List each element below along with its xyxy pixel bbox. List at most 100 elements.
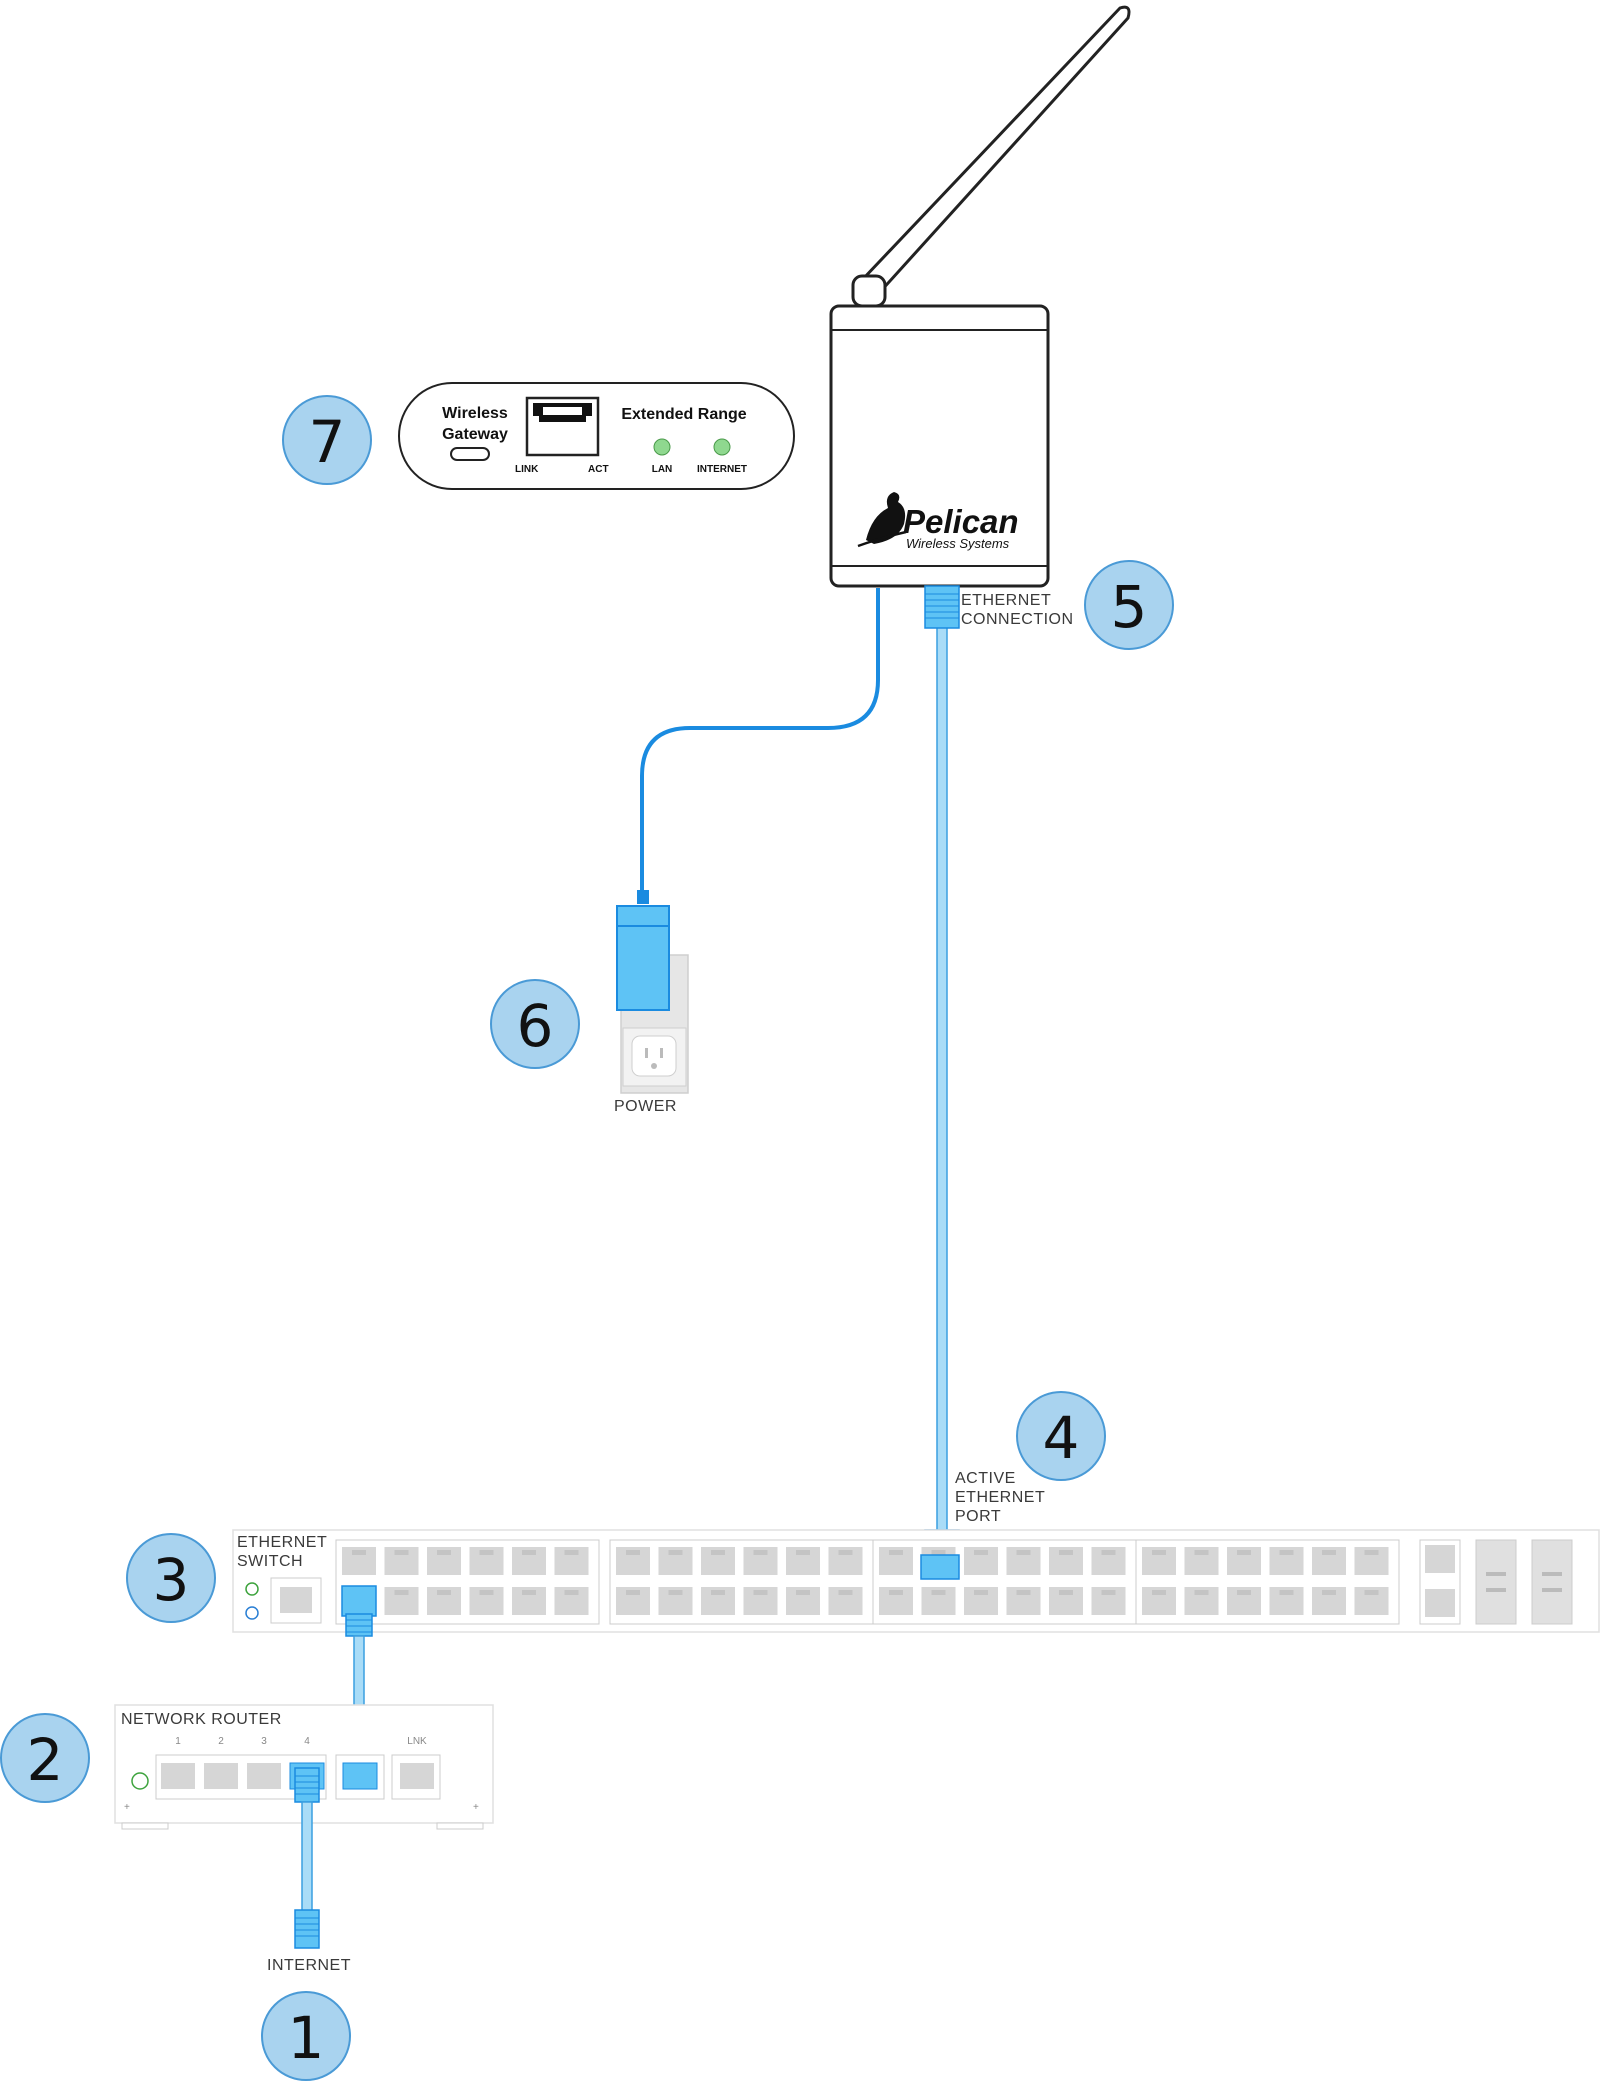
switch-port-latch <box>838 1550 853 1555</box>
active-port-label-3: PORT <box>955 1508 1001 1525</box>
switch-port-latch <box>974 1550 988 1555</box>
lan-led-icon <box>653 438 671 456</box>
network-router-label: NETWORK ROUTER <box>121 1711 282 1728</box>
ethernet-cable-main <box>924 585 960 1561</box>
switch-port-latch <box>626 1550 640 1555</box>
switch-port-latch <box>931 1590 946 1595</box>
panel-internet-label: INTERNET <box>697 464 747 475</box>
svg-text:2: 2 <box>27 1726 64 1794</box>
switch-port-latch <box>1279 1590 1294 1595</box>
switch-port-latch <box>1059 1550 1073 1555</box>
switch-port-latch <box>394 1550 409 1555</box>
ethernet-switch-label-2: SWITCH <box>237 1553 303 1570</box>
switch-port-latch <box>626 1590 640 1595</box>
switch-port-latch <box>1279 1550 1294 1555</box>
ethernet-connection-label-2: CONNECTION <box>961 611 1074 628</box>
step-badge-3: 3 <box>126 1533 216 1623</box>
switch-port-latch <box>437 1550 451 1555</box>
switch-port-latch <box>1322 1550 1336 1555</box>
switch-port-latch <box>1016 1550 1031 1555</box>
ethernet-switch-label-1: ETHERNET <box>237 1534 327 1551</box>
brand-tagline: Wireless Systems <box>906 536 1010 551</box>
active-port-label-1: ACTIVE <box>955 1470 1016 1487</box>
switch-port-latch <box>889 1590 903 1595</box>
switch-port-latch <box>1059 1590 1073 1595</box>
switch-port-latch <box>1152 1590 1166 1595</box>
svg-text:7: 7 <box>309 408 346 476</box>
panel-title-line2: Gateway <box>442 426 508 443</box>
switch-port-latch <box>1237 1590 1251 1595</box>
ethernet-connection-label-1: ETHERNET <box>961 592 1051 609</box>
switch-port-latch <box>668 1590 683 1595</box>
step-badge-5: 5 <box>1084 560 1174 650</box>
internet-label: INTERNET <box>267 1957 351 1974</box>
router-plus-right-icon: + <box>473 1802 479 1813</box>
switch-port-latch <box>838 1590 853 1595</box>
switch-port-latch <box>1364 1550 1379 1555</box>
switch-port-latch <box>1016 1590 1031 1595</box>
panel-title-line1: Wireless <box>442 405 508 422</box>
active-port-label-2: ETHERNET <box>955 1489 1045 1506</box>
switch-port-latch <box>931 1550 946 1555</box>
switch-port-latch <box>1101 1590 1116 1595</box>
router-port-1-label: 1 <box>175 1736 181 1747</box>
switch-port-latch <box>711 1590 725 1595</box>
switch-port-latch <box>753 1550 768 1555</box>
rj45-port-icon <box>525 396 600 457</box>
active-port-highlight <box>920 1554 960 1580</box>
switch-port-latch <box>711 1550 725 1555</box>
power-plug <box>616 905 670 1011</box>
step-badge-1: 1 <box>261 1991 351 2081</box>
usb-c-port <box>450 447 490 461</box>
power-label: POWER <box>614 1098 677 1115</box>
svg-text:3: 3 <box>153 1546 190 1614</box>
panel-link-label: LINK <box>515 464 539 475</box>
switch-port-latch <box>1364 1590 1379 1595</box>
switch-port-latch <box>1101 1550 1116 1555</box>
switch-port-latch <box>668 1550 683 1555</box>
switch-port-latch <box>479 1550 494 1555</box>
antenna <box>851 5 1131 308</box>
switch-port-latch <box>796 1550 810 1555</box>
switch-port-latch <box>437 1590 451 1595</box>
internet-cable <box>294 1767 320 1949</box>
panel-lan-label: LAN <box>652 464 673 475</box>
svg-text:1: 1 <box>288 2004 325 2072</box>
step-badge-2: 2 <box>0 1713 90 1803</box>
router-port-4-label: 4 <box>304 1736 310 1747</box>
internet-led-icon <box>713 438 731 456</box>
brand-name: Pelican <box>903 503 1019 540</box>
switch-port-latch <box>352 1550 366 1555</box>
svg-text:4: 4 <box>1043 1404 1080 1472</box>
gateway-panel: Wireless Gateway LINK ACT Extended Range… <box>398 382 795 490</box>
switch-port-latch <box>1194 1550 1209 1555</box>
switch-port-latch <box>479 1590 494 1595</box>
power-cable-tip <box>637 890 649 904</box>
switch-port-latch <box>889 1550 903 1555</box>
router-port-3-label: 3 <box>261 1736 267 1747</box>
panel-range-title: Extended Range <box>621 406 746 423</box>
switch-port-latch <box>564 1590 579 1595</box>
switch-port-latch <box>1237 1550 1251 1555</box>
gateway-device: Pelican Wireless Systems <box>829 304 1050 588</box>
router-led-icon <box>131 1772 149 1790</box>
router-port-lnk-label: LNK <box>407 1736 427 1747</box>
pelican-logo-icon <box>857 492 907 548</box>
svg-text:5: 5 <box>1111 573 1148 641</box>
switch-blue-led-icon <box>245 1606 259 1620</box>
router-port-2-label: 2 <box>218 1736 224 1747</box>
switch-port-latch <box>394 1590 409 1595</box>
switch-port-latch <box>796 1590 810 1595</box>
svg-text:6: 6 <box>517 992 554 1060</box>
switch-port-latch <box>564 1550 579 1555</box>
switch-port-latch <box>1322 1590 1336 1595</box>
ethernet-switch <box>232 1529 1600 1633</box>
switch-port-latch <box>522 1590 536 1595</box>
switch-port-latch <box>1152 1550 1166 1555</box>
panel-act-label: ACT <box>588 464 609 475</box>
switch-port-latch <box>753 1590 768 1595</box>
switch-port-latch <box>1194 1590 1209 1595</box>
switch-green-led-icon <box>245 1582 259 1596</box>
switch-port-latch <box>522 1550 536 1555</box>
